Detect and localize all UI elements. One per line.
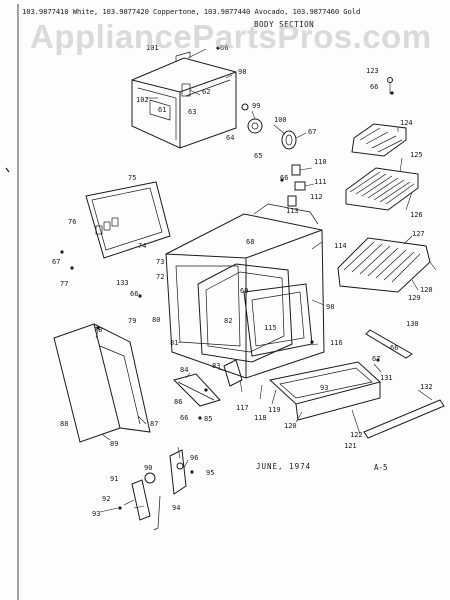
callout-67: 67 <box>308 128 316 136</box>
callout-123: 123 <box>366 67 379 75</box>
callout-66: 66 <box>390 344 398 352</box>
callout-labels: 101 66 98 102 62 61 63 99 100 64 65 67 1… <box>52 44 433 518</box>
callout-92: 92 <box>102 495 110 503</box>
callout-95: 95 <box>206 469 214 477</box>
callout-118: 118 <box>254 414 267 422</box>
callout-117: 117 <box>236 404 249 412</box>
oven-liner <box>197 263 293 363</box>
callout-125: 125 <box>410 151 423 159</box>
callout-68: 68 <box>246 238 254 246</box>
callout-86: 86 <box>174 398 182 406</box>
hinge-parts <box>131 449 187 531</box>
callout-131: 131 <box>380 374 393 382</box>
callout-87: 87 <box>150 420 158 428</box>
callout-89: 89 <box>110 440 118 448</box>
callout-130: 130 <box>406 320 419 328</box>
callout-121: 121 <box>344 442 357 450</box>
callout-128: 128 <box>420 286 433 294</box>
callout-113: 113 <box>286 207 299 215</box>
callout-90: 90 <box>144 464 152 472</box>
callout-76: 76 <box>68 218 76 226</box>
revision-date: JUNE, 1974 <box>256 462 312 471</box>
back-panel <box>85 181 171 259</box>
callout-61: 61 <box>158 106 166 114</box>
page-code: A-5 <box>374 463 388 472</box>
callout-79: 79 <box>128 317 136 325</box>
callout-115: 115 <box>264 324 277 332</box>
callout-119: 119 <box>268 406 281 414</box>
callout-67: 67 <box>52 258 60 266</box>
margin-tick <box>5 167 10 173</box>
callout-93: 93 <box>320 384 328 392</box>
callout-66: 66 <box>130 290 138 298</box>
callout-66: 66 <box>280 174 288 182</box>
callout-69: 69 <box>240 287 248 295</box>
callout-66: 66 <box>220 44 228 52</box>
top-burner-box <box>131 51 237 149</box>
callout-75: 75 <box>128 174 136 182</box>
callout-83: 83 <box>212 362 220 370</box>
callout-114: 114 <box>334 242 347 250</box>
callout-73: 73 <box>156 258 164 266</box>
callout-65: 65 <box>254 152 262 160</box>
oven-body <box>165 203 325 379</box>
bottom-rail <box>173 359 243 407</box>
broil-element <box>351 77 407 157</box>
callout-78: 78 <box>94 326 102 334</box>
storage-drawer <box>268 361 382 421</box>
oven-rack-bottom <box>337 237 437 293</box>
callout-63: 63 <box>188 108 196 116</box>
callout-126: 126 <box>410 211 423 219</box>
callout-127: 127 <box>412 230 425 238</box>
callout-129: 129 <box>408 294 421 302</box>
callout-72: 72 <box>156 273 164 281</box>
callout-122: 122 <box>350 431 363 439</box>
callout-124: 124 <box>400 119 413 127</box>
callout-94: 94 <box>172 504 180 512</box>
side-panel <box>53 323 151 443</box>
callout-88: 88 <box>60 420 68 428</box>
callout-98: 98 <box>326 303 334 311</box>
callout-101: 101 <box>146 44 159 52</box>
callout-81: 81 <box>170 339 178 347</box>
callout-67: 67 <box>372 355 380 363</box>
callout-64: 64 <box>226 134 234 142</box>
callout-111: 111 <box>314 178 327 186</box>
callout-82: 82 <box>224 317 232 325</box>
screw-dots <box>60 46 394 510</box>
callout-98: 98 <box>238 68 246 76</box>
oven-door-frame <box>243 283 313 357</box>
callout-77: 77 <box>60 280 68 288</box>
callout-120: 120 <box>284 422 297 430</box>
callout-66: 66 <box>180 414 188 422</box>
callout-85: 85 <box>204 415 212 423</box>
burner-ring-parts <box>241 103 297 150</box>
callout-99: 99 <box>252 102 260 110</box>
callout-112: 112 <box>310 193 323 201</box>
section-title: BODY SECTION <box>254 20 315 29</box>
callout-62: 62 <box>202 88 210 96</box>
switch-parts <box>287 164 315 207</box>
callout-80: 80 <box>152 316 160 324</box>
callout-66: 66 <box>370 83 378 91</box>
callout-132: 132 <box>420 383 433 391</box>
callout-110: 110 <box>314 158 327 166</box>
callout-100: 100 <box>274 116 287 124</box>
callout-84: 84 <box>180 366 188 374</box>
drawer-rails <box>363 329 445 439</box>
callout-102: 102 <box>136 96 149 104</box>
leader-lines <box>95 48 433 513</box>
callout-91: 91 <box>110 475 118 483</box>
oven-rack-top <box>345 167 419 211</box>
callout-74: 74 <box>138 242 146 250</box>
callout-116: 116 <box>330 339 343 347</box>
callout-133: 133 <box>116 279 129 287</box>
callout-93: 93 <box>92 510 100 518</box>
callout-96: 96 <box>190 454 198 462</box>
model-header: 103.9877410 White, 103.9877420 Copperton… <box>22 7 361 16</box>
